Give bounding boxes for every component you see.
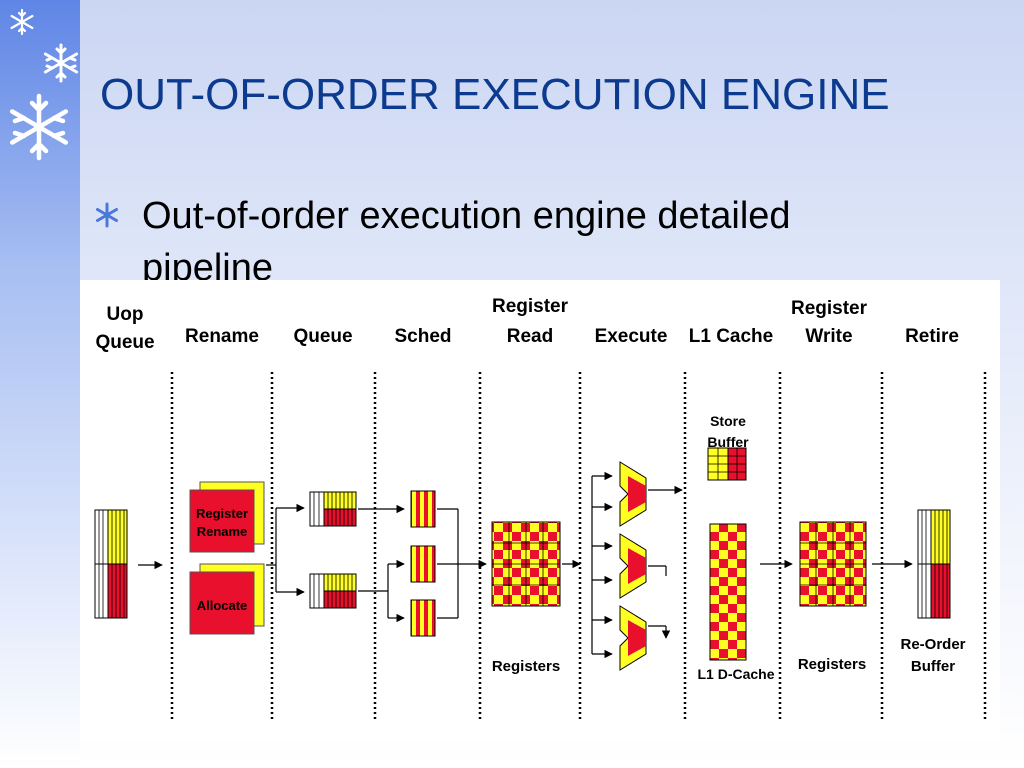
stage-label: Queue: [293, 326, 352, 347]
scheduler-block: [410, 545, 436, 583]
side-decoration-strip: [0, 0, 80, 768]
l1-dcache-label: L1 D-Cache: [697, 666, 774, 682]
l1-dcache-block: [709, 523, 747, 661]
execution-unit: [619, 605, 647, 671]
stage-label: Rename: [185, 326, 259, 347]
register-rename-label: Rename: [197, 524, 248, 539]
allocate-label: Allocate: [197, 598, 248, 613]
scheduler-block: [410, 599, 436, 637]
asterisk-flake-icon: [96, 202, 118, 228]
store-buffer-label: Buffer: [707, 434, 749, 450]
snowflake-icon: [10, 8, 34, 36]
snowflake-icon: [9, 93, 69, 161]
queue-block: [309, 573, 357, 609]
reorder-buffer-block: [917, 509, 951, 619]
stage-label: Execute: [595, 326, 668, 347]
stage-label: Uop: [107, 304, 144, 325]
stage-label: Read: [507, 326, 553, 347]
execution-unit: [619, 533, 647, 599]
queue-block: [309, 491, 357, 527]
allocate-block: Allocate: [189, 563, 265, 635]
registers-write-label: Registers: [798, 656, 866, 673]
stage-label: Queue: [95, 332, 154, 353]
bullet-text: Out-of-order execution engine detailed p…: [142, 195, 791, 280]
stage-label: L1 Cache: [689, 326, 773, 347]
stage-label: Register: [492, 296, 569, 317]
pipeline-diagram-svg: Uop Queue Rename Queue Sched Register Re…: [94, 296, 987, 720]
registers-read-label: Registers: [492, 658, 560, 675]
store-buffer-block: [707, 447, 747, 481]
stage-label: Register: [791, 298, 868, 319]
register-rename-block: Register Rename: [189, 481, 265, 553]
stage-label: Sched: [394, 326, 451, 347]
stage-separators: [170, 372, 987, 720]
store-buffer-label: Store: [710, 413, 746, 429]
rob-label: Re-Order: [900, 636, 965, 653]
stage-label: Retire: [905, 326, 959, 347]
scheduler-block: [410, 490, 436, 528]
rob-label: Buffer: [911, 658, 955, 675]
register-rename-label: Register: [196, 506, 248, 521]
stage-label: Write: [805, 326, 852, 347]
slide-title: OUT-OF-ORDER EXECUTION ENGINE: [100, 70, 890, 119]
snowflake-icon: [43, 43, 79, 83]
execution-unit: [619, 461, 647, 527]
pipeline-diagram: Uop Queue Rename Queue Sched Register Re…: [80, 280, 1000, 740]
uop-queue-block: [94, 509, 128, 619]
